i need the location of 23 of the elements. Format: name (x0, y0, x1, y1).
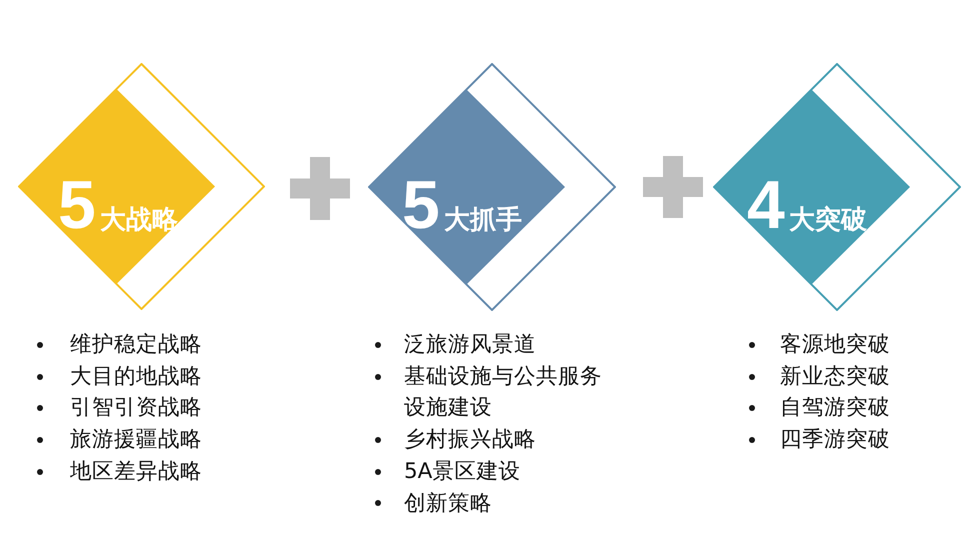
list-item: 创新策略 (404, 490, 493, 518)
list-item: 维护稳定战略 (70, 331, 202, 359)
big-number: 5 (58, 171, 96, 239)
list-item: 引智引资战略 (70, 394, 202, 422)
list-item: 自驾游突破 (780, 394, 890, 422)
heading: 大突破 (788, 207, 867, 233)
list-item: 旅游援疆战略 (70, 426, 202, 454)
big-number: 4 (747, 171, 785, 239)
list-item: 基础设施与公共服务设施建设 (404, 362, 603, 422)
list-item: 四季游突破 (780, 426, 890, 454)
list-item: 新业态突破 (780, 362, 890, 391)
list-item: 大目的地战略 (70, 362, 202, 391)
diamond-badge (368, 63, 616, 311)
diamond-badge (713, 63, 961, 311)
big-number: 5 (402, 171, 440, 239)
heading: 大战略 (100, 207, 178, 233)
heading: 大抓手 (444, 207, 522, 233)
list-item: 5A景区建设 (404, 458, 522, 486)
list-item: 地区差异战略 (70, 458, 202, 486)
diamond-badge (18, 63, 265, 310)
list-item: 客源地突破 (780, 331, 890, 359)
list-item: 泛旅游风景道 (404, 331, 537, 359)
list-item: 乡村振兴战略 (404, 426, 537, 454)
